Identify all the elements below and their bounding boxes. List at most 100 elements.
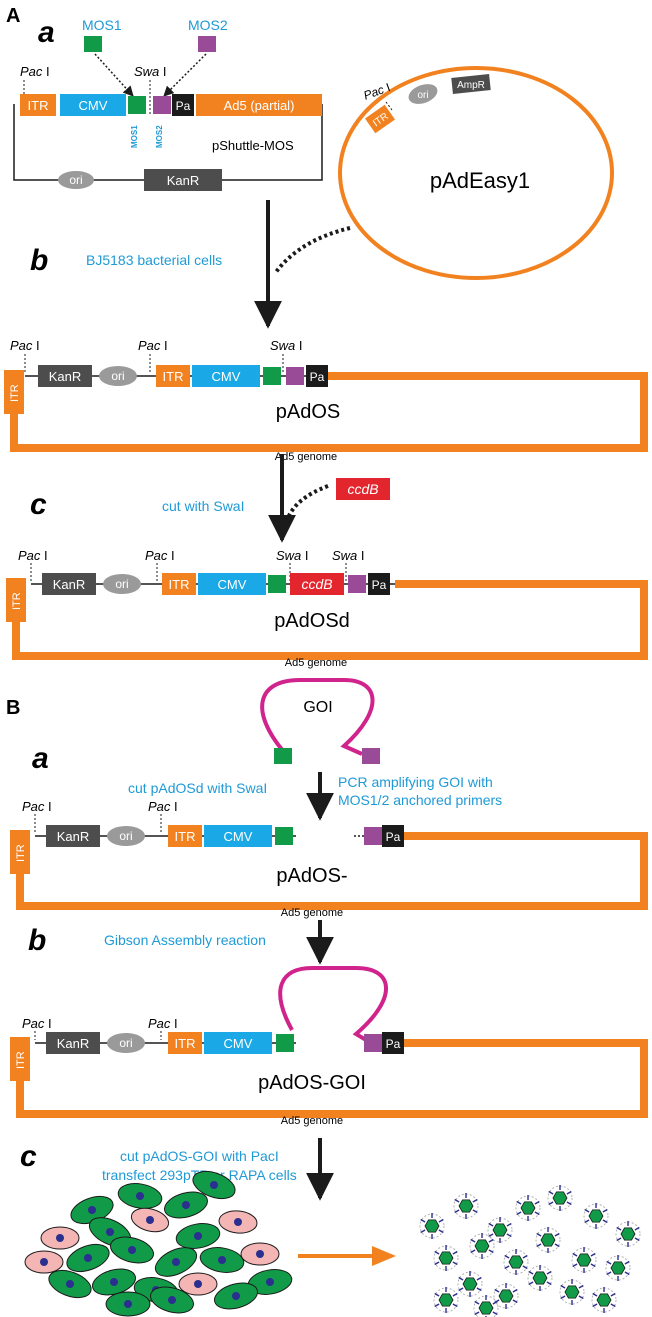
svg-text:ITR: ITR xyxy=(15,1051,27,1069)
green-cell xyxy=(175,1223,221,1249)
step-b-letter: b xyxy=(30,244,48,277)
green-cell xyxy=(192,1170,236,1200)
kanr-box xyxy=(144,169,222,191)
orange-arrow-head xyxy=(372,1246,396,1266)
pink-cell xyxy=(40,1226,80,1250)
mos2-label: MOS2 xyxy=(188,17,228,33)
ccdb-insert-box xyxy=(336,478,390,500)
green-cell xyxy=(70,1195,114,1225)
mos1-box xyxy=(84,36,102,52)
green-cell xyxy=(154,1247,198,1277)
mos1-small-label: MOS1 xyxy=(130,125,139,148)
green-cell xyxy=(214,1282,258,1310)
green-cell xyxy=(110,1236,154,1264)
svg-text:Pac I: Pac I xyxy=(22,799,52,814)
svg-text:Ad5 genome: Ad5 genome xyxy=(281,1115,343,1127)
svg-text:ITR: ITR xyxy=(175,1036,196,1051)
mos1-label: MOS1 xyxy=(82,17,122,33)
mos2-small-label: MOS2 xyxy=(155,125,164,148)
svg-text:Swa I: Swa I xyxy=(332,548,365,563)
svg-text:CMV: CMV xyxy=(224,1036,253,1051)
svg-text:KanR: KanR xyxy=(49,369,82,384)
svg-text:ori: ori xyxy=(111,369,124,383)
svg-text:Pac I: Pac I xyxy=(148,799,178,814)
pados-minus-name: pAdOS- xyxy=(276,865,347,887)
virus-particle xyxy=(473,1295,499,1317)
svg-text:Pa: Pa xyxy=(372,578,387,592)
cmv-box xyxy=(60,94,126,116)
mos2-box xyxy=(198,36,216,52)
pados-goi-name: pAdOS-GOI xyxy=(258,1072,366,1094)
svg-text:ori: ori xyxy=(417,90,428,101)
pshuttle-name: pShuttle-MOS xyxy=(212,138,294,153)
virus-particle xyxy=(493,1283,519,1309)
pink-cell xyxy=(218,1210,258,1234)
goi-mos1-end xyxy=(274,748,292,764)
svg-text:ITR: ITR xyxy=(15,844,27,862)
pados-construct: Pac I Pac I Swa I ITR KanR ori ITR CMV P… xyxy=(4,338,648,463)
padosd-name: pAdOSd xyxy=(274,610,350,632)
svg-text:Pa: Pa xyxy=(386,1037,401,1051)
svg-text:Pac I: Pac I xyxy=(22,1016,52,1031)
virus-particles xyxy=(419,1185,641,1317)
padeasy-ampr xyxy=(451,74,491,94)
virus-particle xyxy=(615,1221,641,1247)
svg-text:Pa: Pa xyxy=(386,830,401,844)
pink-cell xyxy=(130,1207,170,1233)
mos2-site xyxy=(153,96,171,114)
padeasy-pac-label: Pac I xyxy=(362,80,392,103)
svg-text:Pac I: Pac I xyxy=(148,1016,178,1031)
green-cell xyxy=(150,1286,194,1314)
virus-particle xyxy=(433,1245,459,1271)
goi-fragment xyxy=(260,678,375,756)
svg-text:KanR: KanR xyxy=(57,829,90,844)
svg-text:Pac I: Pac I xyxy=(145,548,175,563)
virus-particle xyxy=(433,1287,459,1313)
step-bc-letter: c xyxy=(20,1140,37,1173)
svg-text:ccdB: ccdB xyxy=(301,576,332,592)
svg-text:Ad5 genome: Ad5 genome xyxy=(281,907,343,919)
svg-text:KanR: KanR xyxy=(57,1036,90,1051)
svg-text:ITR: ITR xyxy=(11,592,23,610)
step-a-letter: a xyxy=(38,16,55,49)
cut-pados-goi-label: cut pAdOS-GOI with PacI xyxy=(120,1148,279,1164)
svg-text:ITR: ITR xyxy=(169,577,190,592)
pcr-line1: PCR amplifying GOI with xyxy=(338,774,493,790)
green-cell xyxy=(66,1243,110,1273)
bj5183-label: BJ5183 bacterial cells xyxy=(86,252,222,268)
pados-name: pAdOS xyxy=(276,401,340,423)
pa-box xyxy=(172,94,194,116)
svg-text:ori: ori xyxy=(119,829,132,843)
svg-text:Ad5 genome: Ad5 genome xyxy=(275,451,337,463)
virus-particle xyxy=(591,1287,617,1313)
green-cell xyxy=(48,1269,92,1299)
itr-box xyxy=(20,94,56,116)
cut-padosd-label: cut pAdOSd with SwaI xyxy=(128,780,267,796)
svg-text:Ad5 (partial): Ad5 (partial) xyxy=(224,98,295,113)
svg-text:Pac I: Pac I xyxy=(138,338,168,353)
virus-particle xyxy=(419,1213,445,1239)
svg-text:CMV: CMV xyxy=(224,829,253,844)
cut-swai-label: cut with SwaI xyxy=(162,498,244,514)
pac-site-label: Pac I xyxy=(20,64,50,79)
padeasy-itr: ITR xyxy=(365,104,395,134)
mos2-dotted-arrow xyxy=(163,53,207,97)
step-c-letter: c xyxy=(30,488,47,521)
virus-particle xyxy=(547,1185,573,1211)
svg-text:Pa: Pa xyxy=(310,370,325,384)
svg-text:Ad5 genome: Ad5 genome xyxy=(285,657,347,669)
pink-cell xyxy=(178,1272,218,1296)
svg-text:CMV: CMV xyxy=(212,369,241,384)
panel-b-letter: B xyxy=(6,697,20,719)
goi-mos2-end xyxy=(362,748,380,764)
pink-cell xyxy=(240,1242,280,1266)
green-cell xyxy=(105,1291,151,1317)
pcr-line2: MOS1/2 anchored primers xyxy=(338,792,502,808)
ccdb-dotted-curve xyxy=(286,484,329,519)
padeasy-name: pAdEasy1 xyxy=(430,168,530,193)
virus-particle xyxy=(457,1271,483,1297)
svg-text:ori: ori xyxy=(69,173,82,187)
step-ba-letter: a xyxy=(32,742,49,775)
pink-cell xyxy=(24,1250,64,1274)
